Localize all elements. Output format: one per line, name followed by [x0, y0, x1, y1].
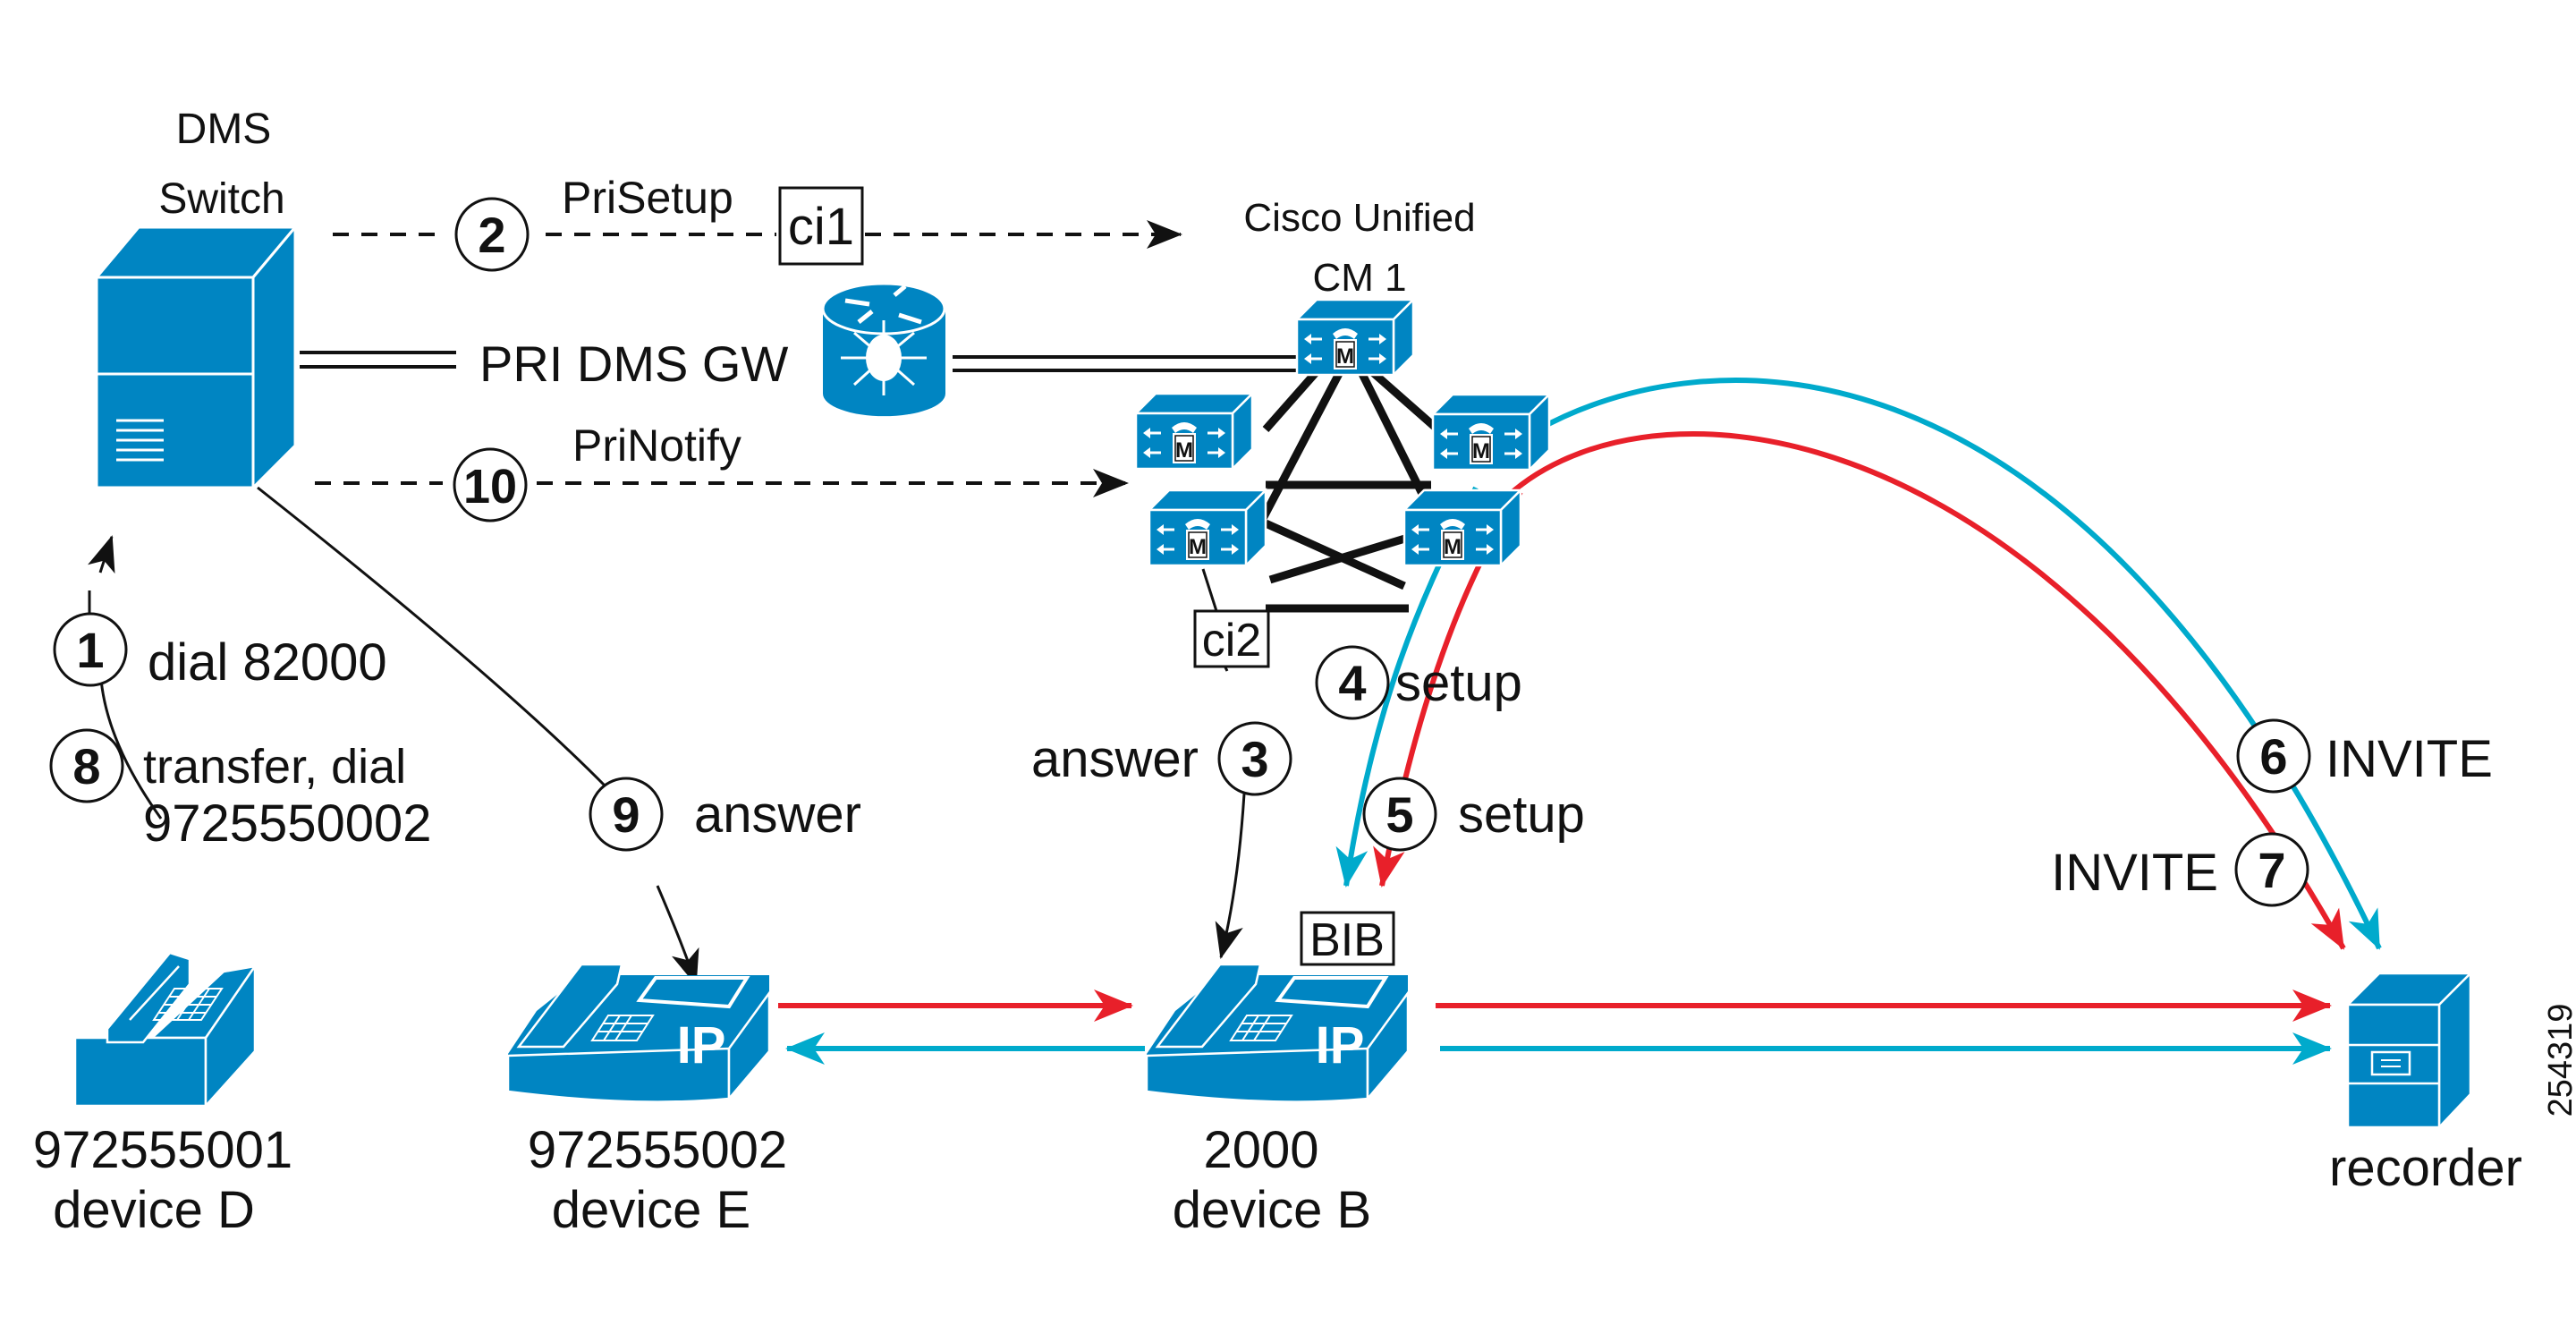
callmanager-server-icon — [1148, 488, 1267, 567]
ci1-tag: ci1 — [778, 186, 864, 266]
gateway-router-icon — [821, 282, 946, 417]
step-6-badge: 6 — [2236, 718, 2311, 794]
svg-text:ci2: ci2 — [1202, 615, 1261, 667]
flow-step-9-answer — [257, 486, 699, 986]
step-7-badge: 7 — [2234, 832, 2309, 907]
dms-switch-icon — [93, 223, 299, 491]
step-4-badge: 4 — [1315, 645, 1390, 720]
step-10-label: PriNotify — [572, 420, 741, 471]
device-e-name: device E — [552, 1181, 750, 1239]
callmanager-server-icon — [1134, 392, 1254, 471]
step-7-label: INVITE — [2051, 844, 2218, 902]
trunk-gateway-to-cucm — [953, 355, 1297, 372]
step-9-badge: 9 — [589, 777, 664, 852]
dms-switch-label-line2: Switch — [158, 175, 284, 223]
recorder-label: recorder — [2329, 1139, 2522, 1197]
step-9-label: answer — [694, 786, 861, 844]
step-3-label: answer — [1031, 730, 1199, 788]
cucm-label-line2: CM 1 — [1312, 256, 1406, 300]
device-e-number: 972555002 — [528, 1121, 787, 1179]
ip-badge: IP — [677, 1016, 726, 1074]
cucm-label-line1: Cisco Unified — [1243, 196, 1475, 240]
callmanager-server-icon — [1295, 298, 1415, 377]
svg-text:4: 4 — [1338, 655, 1366, 711]
svg-text:5: 5 — [1385, 786, 1413, 843]
step-5-label: setup — [1458, 786, 1585, 844]
step-8-label-line1: transfer, dial — [143, 740, 406, 794]
device-d-number: 972555001 — [33, 1121, 292, 1179]
ci2-tag: ci2 — [1193, 609, 1270, 668]
pri-trunk-switch-to-gateway — [300, 351, 456, 369]
dms-switch-label-line1: DMS — [176, 106, 272, 153]
device-b-number: 2000 — [1203, 1121, 1318, 1179]
callmanager-server-icon — [1431, 393, 1551, 471]
device-d-name: device D — [53, 1181, 255, 1239]
recorder-server-icon — [2344, 970, 2474, 1131]
callmanager-server-icon — [1402, 488, 1522, 567]
step-5-badge: 5 — [1362, 777, 1437, 852]
flow-step-6-invite-cyan — [1537, 378, 2382, 950]
step-1-badge: 1 — [53, 612, 128, 687]
svg-text:2: 2 — [478, 207, 505, 263]
svg-text:9: 9 — [612, 786, 640, 843]
step-2-badge: 2 — [454, 197, 530, 272]
step-1-label: dial 82000 — [148, 633, 387, 692]
ip-phone-icon: IP — [506, 963, 771, 1103]
step-2-label: PriSetup — [562, 173, 733, 223]
cluster-mesh-links — [1244, 365, 1453, 613]
svg-text:10: 10 — [463, 460, 517, 514]
svg-text:3: 3 — [1241, 731, 1268, 787]
svg-text:6: 6 — [2259, 728, 2287, 785]
bib-tag: BIB — [1300, 911, 1395, 966]
device-b-name: device B — [1173, 1181, 1371, 1239]
ip-phone-icon: IP — [1145, 963, 1410, 1103]
step-4-label: setup — [1395, 654, 1522, 712]
step-3-badge: 3 — [1217, 721, 1292, 796]
step-6-label: INVITE — [2326, 730, 2493, 788]
svg-text:1: 1 — [76, 622, 104, 678]
analog-phone-icon — [73, 951, 258, 1109]
gateway-label: PRI DMS GW — [479, 336, 788, 392]
svg-text:BIB: BIB — [1309, 914, 1385, 966]
step-8-badge: 8 — [49, 728, 124, 803]
svg-text:7: 7 — [2258, 842, 2285, 898]
step-8-label-line2: 9725550002 — [143, 794, 432, 853]
svg-text:8: 8 — [72, 738, 100, 794]
figure-id: 254319 — [2542, 1004, 2576, 1117]
step-10-badge: 10 — [453, 447, 528, 522]
flow-step-7-invite-red — [1500, 430, 2346, 950]
svg-text:ci1: ci1 — [788, 198, 854, 256]
ip-badge: IP — [1316, 1016, 1365, 1074]
cucm-cluster — [1134, 298, 1551, 567]
